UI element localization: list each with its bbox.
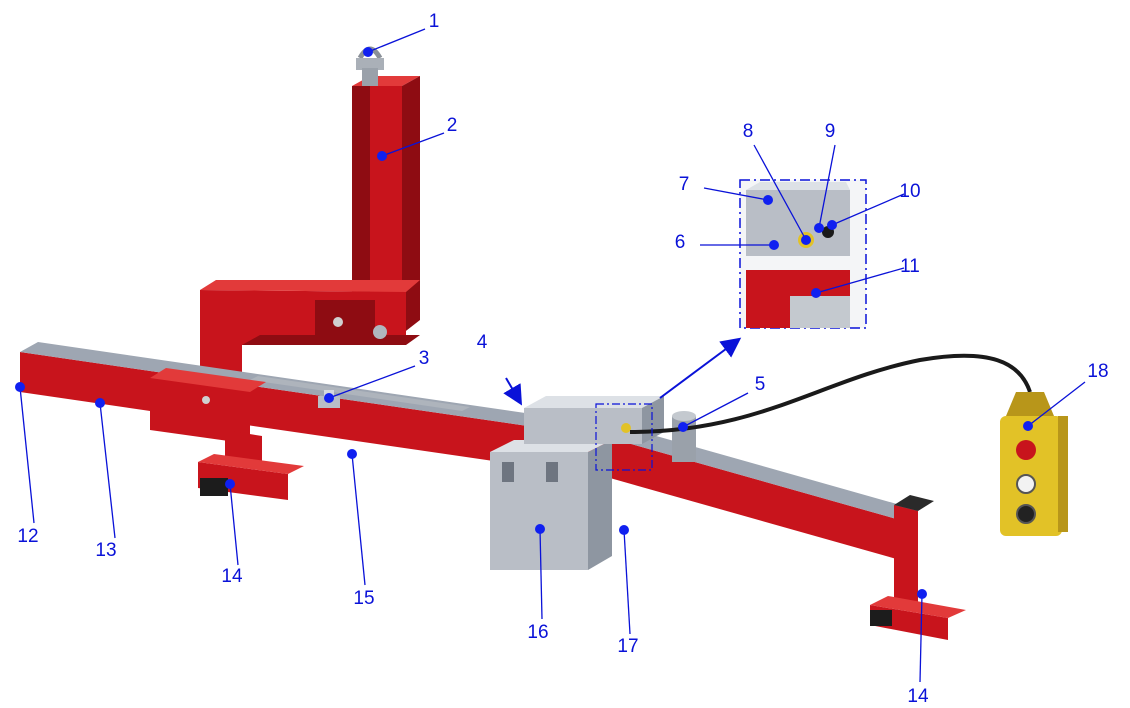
callout-number: 14 xyxy=(221,566,243,587)
callout-leader xyxy=(682,392,749,428)
callout-5: 5 xyxy=(678,374,765,432)
callout-number: 3 xyxy=(419,348,430,369)
arrow-icon xyxy=(659,337,742,399)
callout-dot xyxy=(917,589,927,599)
telescopic-sleeve xyxy=(150,368,266,444)
callout-leader xyxy=(99,402,116,539)
callout-dot xyxy=(814,223,824,233)
callout-dot xyxy=(827,220,837,230)
callout-1: 1 xyxy=(363,11,439,57)
callout-leader xyxy=(328,365,416,399)
callout-number: 16 xyxy=(527,622,548,643)
battery-box xyxy=(490,440,612,570)
callout-14: 14 xyxy=(221,479,243,587)
callout-dot xyxy=(363,47,373,57)
foot-left xyxy=(198,430,304,500)
callout-leader xyxy=(815,267,905,294)
callout-16: 16 xyxy=(527,524,549,643)
detail-inset xyxy=(739,179,867,329)
callout-leader xyxy=(539,528,543,620)
callout-dot xyxy=(801,235,811,245)
callout-11: 11 xyxy=(811,256,920,298)
callout-dot xyxy=(225,479,235,489)
stop-button-icon xyxy=(1016,440,1036,460)
callout-leader xyxy=(351,453,366,586)
callout-dot xyxy=(1023,421,1033,431)
callout-dot xyxy=(619,525,629,535)
stop-black-button-icon xyxy=(1016,504,1036,524)
callout-number: 6 xyxy=(675,232,686,253)
callout-6: 6 xyxy=(675,232,779,253)
callout-leader xyxy=(818,144,836,229)
callout-4: 4 xyxy=(477,332,523,406)
control-cable xyxy=(629,353,1032,434)
callout-dot xyxy=(769,240,779,250)
callout-3: 3 xyxy=(324,348,429,403)
callout-number: 2 xyxy=(447,115,458,136)
callout-18: 18 xyxy=(1023,361,1109,431)
callout-number: 13 xyxy=(95,540,116,561)
callout-number: 17 xyxy=(617,636,638,657)
callout-7: 7 xyxy=(679,174,773,205)
callout-dot xyxy=(324,393,334,403)
callout-leader xyxy=(1027,381,1086,427)
callout-number: 7 xyxy=(679,174,690,195)
motor xyxy=(672,411,696,462)
callout-10: 10 xyxy=(827,181,921,230)
callout-number: 8 xyxy=(743,121,754,142)
callout-number: 12 xyxy=(17,526,38,547)
callout-leader xyxy=(703,187,769,201)
callout-dot xyxy=(678,422,688,432)
callout-leader xyxy=(229,483,239,566)
pendant-control xyxy=(1000,392,1068,536)
right-beam xyxy=(610,428,918,560)
callout-dot xyxy=(347,449,357,459)
detail-zoom-frame-small xyxy=(595,403,653,471)
callout-number: 15 xyxy=(353,588,374,609)
callout-number: 11 xyxy=(900,256,920,277)
callout-dot xyxy=(535,524,545,534)
callout-17: 17 xyxy=(617,525,639,657)
callout-dot xyxy=(15,382,25,392)
callout-leader xyxy=(831,193,905,226)
callout-13: 13 xyxy=(95,398,117,561)
callout-leader xyxy=(919,593,923,683)
callout-leader xyxy=(367,28,426,53)
callout-number: 9 xyxy=(825,121,836,142)
callout-number: 4 xyxy=(477,332,488,353)
callout-number: 10 xyxy=(899,181,920,202)
callout-number: 5 xyxy=(755,374,766,395)
arrow-icon xyxy=(503,377,523,406)
callout-8: 8 xyxy=(743,121,811,245)
foot-right xyxy=(870,495,966,640)
callout-number: 1 xyxy=(429,11,440,32)
callout-12: 12 xyxy=(15,382,39,547)
callout-14: 14 xyxy=(907,589,929,707)
callout-leader xyxy=(19,386,35,524)
callout-dot xyxy=(811,288,821,298)
callout-2: 2 xyxy=(377,115,457,161)
callout-leader xyxy=(623,529,631,635)
callout-number: 14 xyxy=(907,686,929,707)
callout-15: 15 xyxy=(347,449,375,609)
callout-leader xyxy=(381,132,445,157)
callout-leader xyxy=(753,144,807,241)
callout-dot xyxy=(95,398,105,408)
callout-dot xyxy=(377,151,387,161)
drive-box xyxy=(524,396,664,444)
callout-number: 18 xyxy=(1087,361,1108,382)
callout-dot xyxy=(763,195,773,205)
start-button-icon xyxy=(1016,474,1036,494)
callout-9: 9 xyxy=(814,121,836,233)
